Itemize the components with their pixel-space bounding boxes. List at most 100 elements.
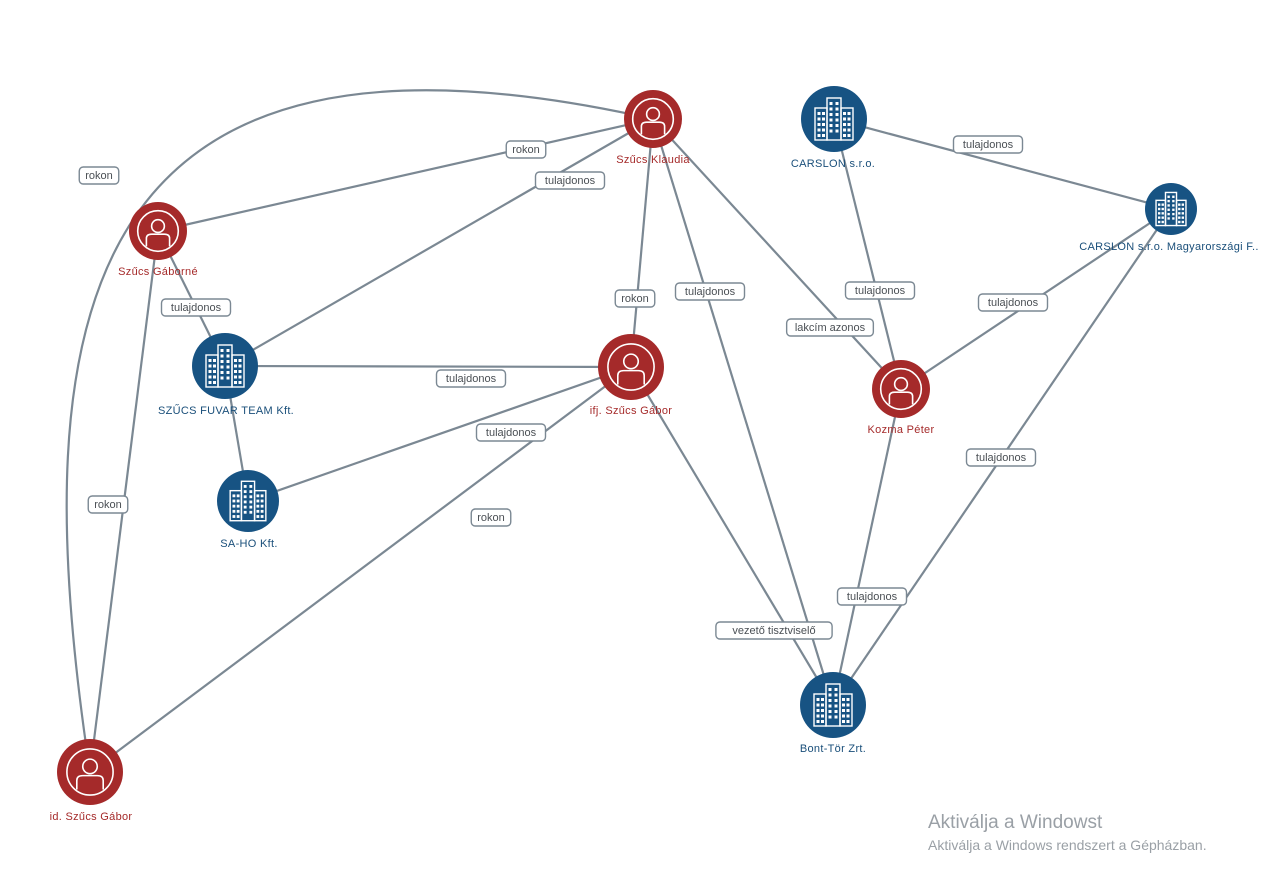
edge-szucs-fuvar-team-ifj-szucs-gabor[interactable]	[224, 364, 632, 369]
edge-label-box	[87, 495, 129, 514]
node-sa-ho[interactable]: SA-HO Kft.	[217, 470, 279, 550]
edge-label: tulajdonos	[534, 171, 606, 190]
building-icon	[814, 97, 854, 141]
edge-label-box	[844, 281, 916, 300]
edge-label: tulajdonos	[977, 293, 1049, 312]
edge-label-text: tulajdonos	[446, 373, 497, 385]
edges-layer	[65, 89, 1172, 773]
edge-label-text: rokon	[94, 499, 122, 511]
node-label: id. Szűcs Gábor	[50, 811, 133, 823]
person-icon	[879, 367, 923, 411]
watermark-subtitle: Aktiválja a Windows rendszert a Gépházba…	[928, 837, 1207, 853]
edge-label-text: tulajdonos	[685, 286, 736, 298]
edge-label-box	[505, 140, 547, 159]
building-icon	[229, 480, 267, 522]
edge-label: tulajdonos	[160, 298, 232, 317]
edge-label-text: rokon	[85, 170, 113, 182]
edge-szucs-klaudia-bont-tor[interactable]	[651, 118, 835, 706]
edge-labels-layer: rokon rokon tulajdonos rokon tulajdonos lakcí…	[78, 135, 1049, 640]
edge-label: vezető tisztviselő	[715, 621, 833, 640]
edge-label: rokon	[505, 140, 547, 159]
building-icon	[813, 683, 853, 727]
node-label: Szűcs Gáborné	[118, 266, 198, 278]
node-id-szucs-gabor[interactable]: id. Szűcs Gábor	[50, 739, 133, 823]
node-szucs-klaudia[interactable]: Szűcs Klaudia	[616, 90, 690, 166]
edge-label-text: lakcím azonos	[795, 322, 866, 334]
edge-label-text: tulajdonos	[545, 175, 596, 187]
edge-label-text: tulajdonos	[963, 139, 1014, 151]
edge-label: rokon	[78, 166, 120, 185]
edge-id-szucs-gabor-ifj-szucs-gabor[interactable]	[89, 366, 632, 773]
edge-kozma-peter-bont-tor[interactable]	[831, 388, 903, 706]
building-icon	[1155, 191, 1187, 227]
edge-label: tulajdonos	[674, 282, 746, 301]
node-label: CARSLON s.r.o. Magyarországi F..	[1079, 241, 1259, 253]
edge-label: lakcím azonos	[785, 318, 875, 337]
edge-label-box	[614, 289, 656, 308]
node-szucs-fuvar-team[interactable]: SZŰCS FUVAR TEAM Kft.	[158, 333, 294, 417]
edge-label-box	[534, 171, 606, 190]
edge-label-text: vezető tisztviselő	[732, 625, 815, 637]
edge-label-box	[470, 508, 512, 527]
edge-label-box	[965, 448, 1037, 467]
edge-ifj-szucs-gabor-bont-tor[interactable]	[630, 366, 834, 706]
edge-szucs-klaudia-kozma-peter[interactable]	[652, 118, 902, 390]
edge-label-box	[435, 369, 507, 388]
edge-label-text: tulajdonos	[988, 297, 1039, 309]
node-circle	[801, 86, 867, 152]
edge-label-box	[785, 318, 875, 337]
windows-activation-watermark: Aktiválja a Windowst Aktiválja a Windows…	[928, 812, 1207, 853]
edge-szucs-gaborne-szucs-klaudia[interactable]	[157, 117, 654, 233]
edge-label-text: tulajdonos	[171, 302, 222, 314]
edge-label: tulajdonos	[844, 281, 916, 300]
edge-label: rokon	[614, 289, 656, 308]
edge-label-text: tulajdonos	[976, 452, 1027, 464]
edge-label: tulajdonos	[965, 448, 1037, 467]
node-carslon-sro[interactable]: CARSLON s.r.o.	[791, 86, 875, 170]
node-label: Szűcs Klaudia	[616, 154, 690, 166]
edge-label: rokon	[470, 508, 512, 527]
edge-label: tulajdonos	[475, 423, 547, 442]
node-label: SA-HO Kft.	[220, 538, 277, 550]
node-circle	[192, 333, 258, 399]
edge-label-box	[78, 166, 120, 185]
node-label: CARSLON s.r.o.	[791, 158, 875, 170]
person-icon	[136, 209, 180, 253]
edge-label: tulajdonos	[435, 369, 507, 388]
person-icon	[66, 748, 114, 796]
node-circle	[217, 470, 279, 532]
edge-label-box	[674, 282, 746, 301]
node-label: SZŰCS FUVAR TEAM Kft.	[158, 403, 294, 417]
edge-label-text: rokon	[621, 293, 649, 305]
edge-id-szucs-gabor-szucs-klaudia[interactable]	[65, 89, 654, 773]
building-icon	[205, 344, 245, 388]
node-label: ifj. Szűcs Gábor	[590, 405, 672, 417]
edge-label: rokon	[87, 495, 129, 514]
edge-label: tulajdonos	[836, 587, 908, 606]
edge-label-text: tulajdonos	[486, 427, 537, 439]
edge-sa-ho-ifj-szucs-gabor[interactable]	[247, 365, 632, 503]
edge-carslon-sro-carslon-mf[interactable]	[833, 117, 1172, 211]
node-bont-tor[interactable]: Bont-Tör Zrt.	[800, 672, 866, 755]
edge-label-box	[475, 423, 547, 442]
person-icon	[607, 343, 655, 391]
node-label: Bont-Tör Zrt.	[800, 743, 866, 755]
node-ifj-szucs-gabor[interactable]: ifj. Szűcs Gábor	[590, 334, 672, 417]
node-label: Kozma Péter	[868, 424, 935, 436]
node-circle	[1145, 183, 1197, 235]
node-carslon-mf[interactable]: CARSLON s.r.o. Magyarországi F..	[1079, 183, 1259, 253]
edge-carslon-sro-kozma-peter[interactable]	[832, 118, 903, 390]
edge-szucs-fuvar-team-szucs-klaudia[interactable]	[224, 118, 654, 367]
node-szucs-gaborne[interactable]: Szűcs Gáborné	[118, 202, 198, 278]
edge-szucs-klaudia-ifj-szucs-gabor[interactable]	[629, 118, 655, 368]
node-circle	[800, 672, 866, 738]
edge-label-box	[715, 621, 833, 640]
edge-label-box	[952, 135, 1024, 154]
edge-label-box	[160, 298, 232, 317]
edge-label: tulajdonos	[952, 135, 1024, 154]
node-kozma-peter[interactable]: Kozma Péter	[868, 360, 935, 436]
edge-label-text: tulajdonos	[855, 285, 906, 297]
edge-label-text: rokon	[512, 144, 540, 156]
